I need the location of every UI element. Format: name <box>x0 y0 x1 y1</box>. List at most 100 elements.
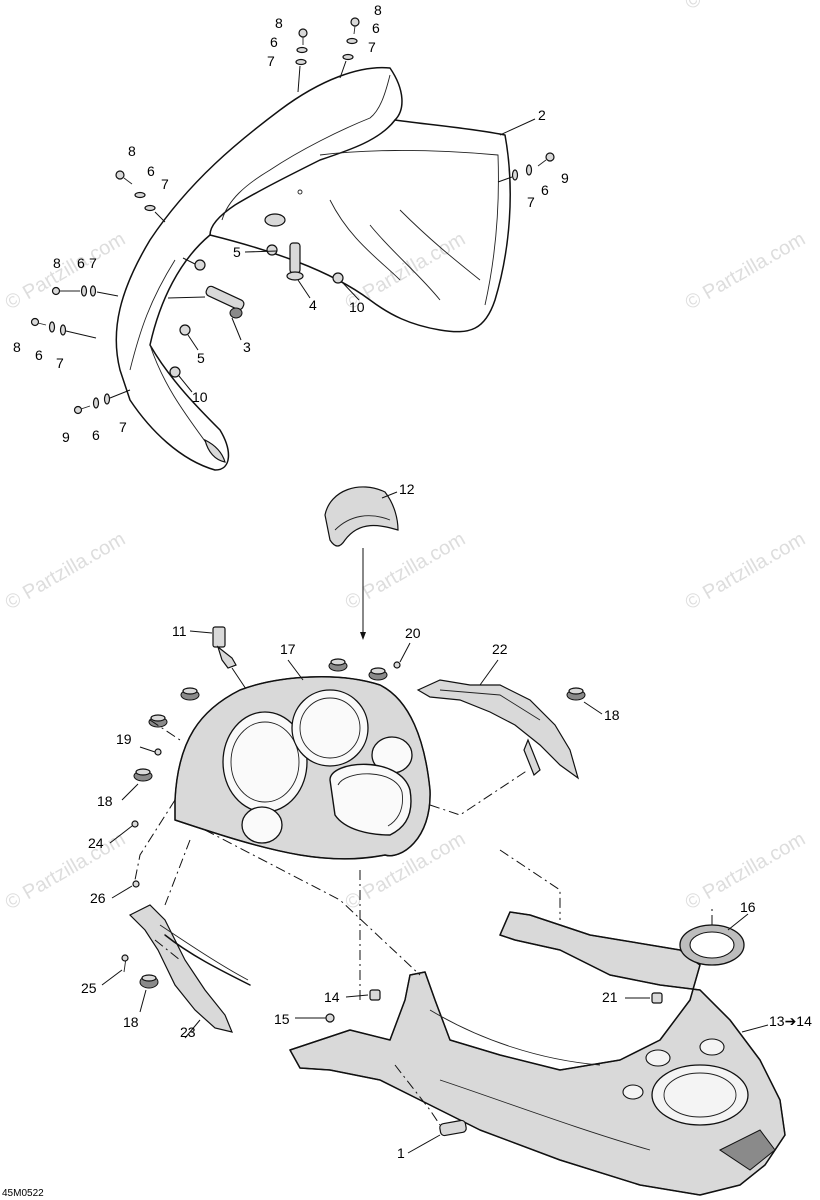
part-22-side-panel <box>416 679 586 780</box>
watermark: © Partzilla.com <box>682 0 810 14</box>
callout-7: 7 <box>161 176 169 192</box>
callout-6: 6 <box>372 20 380 36</box>
grommet <box>148 714 168 728</box>
callout-7: 7 <box>527 194 535 210</box>
callout-1: 1 <box>397 1145 405 1161</box>
part-16-ring <box>679 924 745 966</box>
screw-set-left-c <box>30 317 97 339</box>
screw-19 <box>154 748 162 756</box>
part-23-side-trim <box>121 880 251 1033</box>
screw-26 <box>132 880 140 888</box>
callout-labels: 1 2 3 4 5 5 6 6 6 6 6 6 6 7 7 7 7 7 7 7 … <box>13 2 812 1161</box>
callout-14: 14 <box>324 989 340 1005</box>
watermark: © Partzilla.com <box>342 528 470 614</box>
callout-17: 17 <box>280 641 296 657</box>
callout-16: 16 <box>740 899 756 915</box>
callout-6: 6 <box>541 182 549 198</box>
part-12-cover <box>324 486 399 640</box>
watermark: © Partzilla.com <box>2 828 130 914</box>
callout-7: 7 <box>368 39 376 55</box>
callout-5: 5 <box>233 244 241 260</box>
nut-14 <box>369 989 381 1001</box>
callout-5: 5 <box>197 350 205 366</box>
assembly-lines <box>134 719 713 1126</box>
callout-7: 7 <box>119 419 127 435</box>
part-3-clip <box>167 285 245 319</box>
leaders <box>101 118 769 1154</box>
grommet <box>139 974 159 989</box>
callout-9: 9 <box>62 429 70 445</box>
grommet <box>368 667 388 681</box>
callout-8: 8 <box>275 15 283 31</box>
drawing-code: 45M0522 <box>2 1188 44 1199</box>
callout-8: 8 <box>374 2 382 18</box>
screw-set-top-a <box>295 28 308 93</box>
callout-20: 20 <box>405 625 421 641</box>
screw-set-left-d <box>73 389 131 415</box>
callout-12: 12 <box>399 481 415 497</box>
callout-7: 7 <box>56 355 64 371</box>
callout-21: 21 <box>602 989 618 1005</box>
watermark: © Partzilla.com <box>2 228 130 314</box>
callout-6: 6 <box>92 427 100 443</box>
callout-11: 11 <box>172 623 187 639</box>
screw-24 <box>131 820 139 828</box>
upper-fairing <box>115 66 511 471</box>
grommet <box>328 658 348 672</box>
part-5-fastener-b <box>266 244 278 256</box>
watermark: © Partzilla.com <box>2 528 130 614</box>
watermark: © Partzilla.com <box>682 228 810 314</box>
part-17-gauge-panel <box>131 658 431 860</box>
callout-8: 8 <box>13 339 21 355</box>
callout-18: 18 <box>123 1014 139 1030</box>
nut-21 <box>651 992 663 1004</box>
callout-6: 6 <box>147 163 155 179</box>
watermark: © Partzilla.com <box>682 528 810 614</box>
callout-8: 8 <box>128 143 136 159</box>
part-10-fastener-a <box>169 366 181 378</box>
callout-6: 6 <box>270 34 278 50</box>
callout-6: 6 <box>77 255 85 271</box>
grommet <box>133 768 153 782</box>
screw-15 <box>325 1013 335 1023</box>
grommet <box>566 687 586 701</box>
callout-4: 4 <box>309 297 317 313</box>
callout-18: 18 <box>97 793 113 809</box>
screw-20 <box>393 661 401 669</box>
vent-grommet <box>264 213 286 227</box>
part-11-sensor <box>212 626 249 693</box>
gauge-opening-center <box>291 689 369 767</box>
screw-set-top-b <box>339 17 360 79</box>
part-4-clip <box>286 242 304 281</box>
callout-6: 6 <box>35 347 43 363</box>
part-5-fastener-c <box>179 324 191 336</box>
callout-3: 3 <box>243 339 251 355</box>
callout-26: 26 <box>90 890 106 906</box>
callout-22: 22 <box>492 641 508 657</box>
screw-set-left-b <box>51 285 119 297</box>
part-10-fastener-b <box>332 272 344 284</box>
screw-set-left-a <box>115 170 166 223</box>
callout-24: 24 <box>88 835 104 851</box>
callout-13: 13➔14 <box>769 1013 812 1029</box>
callout-9: 9 <box>561 170 569 186</box>
screw-set-right <box>497 152 555 183</box>
cup-holder-large <box>651 1064 749 1126</box>
callout-18: 18 <box>604 707 620 723</box>
gauge-opening-bottom <box>241 806 283 844</box>
callout-10: 10 <box>349 299 365 315</box>
callout-19: 19 <box>116 731 132 747</box>
callout-15: 15 <box>274 1011 290 1027</box>
callout-7: 7 <box>267 53 275 69</box>
callout-8: 8 <box>53 255 61 271</box>
callout-25: 25 <box>81 980 97 996</box>
part-5-fastener-a <box>182 257 206 271</box>
callout-23: 23 <box>180 1024 196 1040</box>
grommet <box>180 687 200 701</box>
part-13-lower-console <box>289 911 786 1196</box>
hardware-top <box>30 17 555 415</box>
steering-opening <box>329 763 412 836</box>
callout-7: 7 <box>89 255 97 271</box>
callout-10: 10 <box>192 389 208 405</box>
